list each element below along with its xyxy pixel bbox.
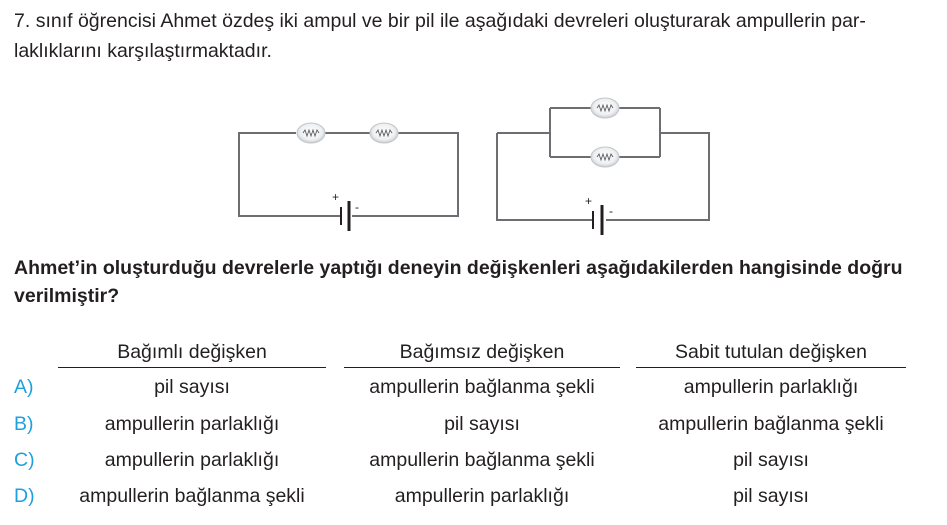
option-letter-c[interactable]: C) bbox=[14, 449, 35, 471]
series-circuit: + - bbox=[238, 122, 459, 231]
question-stem: 7. sınıf öğrencisi Ahmet özdeş iki ampul… bbox=[14, 6, 942, 66]
option-c-independent: ampullerin bağlanma şekli bbox=[369, 449, 595, 471]
column-header-independent: Bağımsız değişken bbox=[399, 341, 565, 363]
option-d-controlled: pil sayısı bbox=[733, 485, 809, 507]
option-d-independent: ampullerin parlaklığı bbox=[394, 485, 570, 507]
question-number: 7. bbox=[14, 10, 31, 32]
bulb-parallel-2 bbox=[590, 146, 620, 168]
option-b-dependent: ampullerin parlaklığı bbox=[104, 413, 280, 435]
question-stem-text: sınıf öğrencisi Ahmet özdeş iki ampul ve… bbox=[14, 10, 866, 62]
column-rule-dependent bbox=[58, 367, 326, 368]
battery-series: + - bbox=[332, 190, 359, 231]
bulb-series-1 bbox=[296, 122, 326, 144]
option-c-dependent: ampullerin parlaklığı bbox=[104, 449, 280, 471]
option-a-dependent: pil sayısı bbox=[154, 376, 230, 398]
column-rule-independent bbox=[344, 367, 620, 368]
bulb-parallel-1 bbox=[590, 97, 620, 119]
column-rule-controlled bbox=[636, 367, 906, 368]
column-header-dependent: Bağımlı değişken bbox=[117, 341, 267, 363]
parallel-circuit: + - bbox=[496, 97, 710, 235]
battery-parallel: + - bbox=[585, 194, 613, 235]
option-letter-b[interactable]: B) bbox=[14, 413, 34, 435]
bulb-series-2 bbox=[369, 122, 399, 144]
option-a-controlled: ampullerin parlaklığı bbox=[683, 376, 859, 398]
option-c-controlled: pil sayısı bbox=[733, 449, 809, 471]
battery-plus-label: + bbox=[332, 190, 339, 204]
option-a-independent: ampullerin bağlanma şekli bbox=[369, 376, 595, 398]
battery-plus-label: + bbox=[585, 194, 592, 208]
option-b-controlled: ampullerin bağlanma şekli bbox=[658, 413, 884, 435]
column-header-controlled: Sabit tutulan değişken bbox=[675, 341, 867, 363]
option-b-independent: pil sayısı bbox=[444, 413, 520, 435]
question-prompt: Ahmet’in oluşturduğu devrelerle yaptığı … bbox=[14, 257, 903, 307]
battery-minus-label: - bbox=[355, 200, 359, 214]
option-d-dependent: ampullerin bağlanma şekli bbox=[79, 485, 305, 507]
option-letter-d[interactable]: D) bbox=[14, 485, 35, 507]
battery-minus-label: - bbox=[609, 204, 613, 218]
option-letter-a[interactable]: A) bbox=[14, 376, 34, 398]
